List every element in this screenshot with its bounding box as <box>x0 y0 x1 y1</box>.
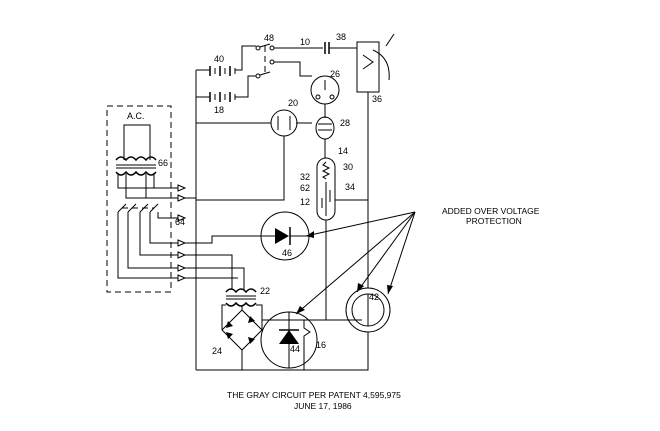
svg-text:64: 64 <box>175 217 185 227</box>
switch-64 <box>117 203 159 213</box>
annotation-text: ADDED OVER VOLTAGE <box>442 206 540 216</box>
battery-40 <box>209 66 236 76</box>
tube-28 <box>315 116 335 140</box>
svg-text:46: 46 <box>282 248 292 258</box>
caption-title: THE GRAY CIRCUIT PER PATENT 4,595,975 <box>227 390 401 400</box>
annotation-arrows <box>295 211 416 315</box>
svg-text:32: 32 <box>300 172 310 182</box>
svg-text:10: 10 <box>300 37 310 47</box>
tube-20 <box>270 109 298 137</box>
tube-30 <box>316 157 336 221</box>
caption-date: JUNE 17, 1986 <box>294 401 352 411</box>
transformer-22 <box>225 288 257 307</box>
svg-text:34: 34 <box>345 182 355 192</box>
switch-48 <box>255 43 275 79</box>
ac-label: A.C. <box>127 111 145 121</box>
svg-text:62: 62 <box>300 183 310 193</box>
svg-text:48: 48 <box>264 33 274 43</box>
svg-text:18: 18 <box>214 105 224 115</box>
svg-text:66: 66 <box>158 158 168 168</box>
battery-18 <box>209 92 236 102</box>
tube-26 <box>310 75 340 105</box>
svg-text:30: 30 <box>343 162 353 172</box>
svg-text:24: 24 <box>212 346 222 356</box>
svg-text:14: 14 <box>338 146 348 156</box>
svg-text:28: 28 <box>340 118 350 128</box>
svg-text:42: 42 <box>369 292 379 302</box>
svg-text:44: 44 <box>290 344 300 354</box>
svg-text:38: 38 <box>336 32 346 42</box>
svg-text:12: 12 <box>300 197 310 207</box>
svg-text:20: 20 <box>288 98 298 108</box>
svg-text:36: 36 <box>372 94 382 104</box>
spark-gap-42 <box>345 287 391 333</box>
svg-text:40: 40 <box>214 54 224 64</box>
transformer-66 <box>115 156 157 176</box>
ac-box <box>106 105 172 293</box>
bridge-rectifier-24 <box>221 309 263 351</box>
component-36 <box>356 33 395 93</box>
zener-diode-44 <box>260 311 318 369</box>
svg-text:26: 26 <box>330 69 340 79</box>
svg-text:22: 22 <box>260 286 270 296</box>
svg-text:16: 16 <box>316 340 326 350</box>
annotation-text-2: PROTECTION <box>466 216 522 226</box>
terminal-arrows <box>177 184 187 282</box>
